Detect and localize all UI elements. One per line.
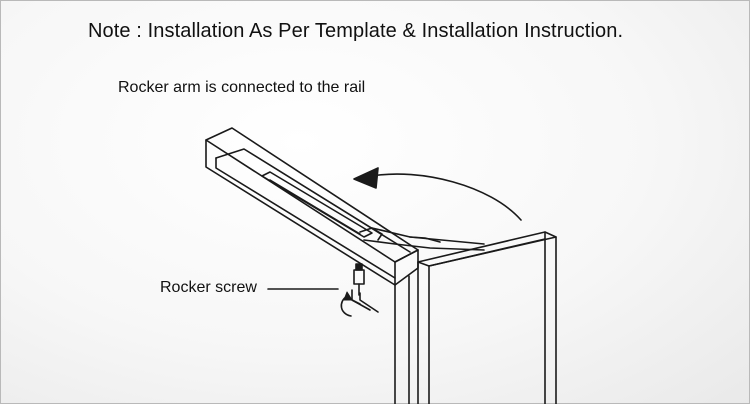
diagram-subtitle: Rocker arm is connected to the rail [118, 79, 366, 96]
door-panel [417, 231, 557, 404]
rocker-screw-label: Rocker screw [160, 279, 257, 296]
rail-housing [205, 127, 419, 286]
rocker-screw-icon [353, 263, 365, 296]
note-title: Note : Installation As Per Template & In… [88, 20, 624, 42]
allen-key-icon [351, 289, 379, 313]
rail-track [261, 171, 373, 238]
door-jamb [394, 275, 410, 404]
rocker-arm [359, 227, 485, 251]
rotation-arrow [353, 167, 522, 221]
turn-direction-icon [340, 291, 353, 317]
